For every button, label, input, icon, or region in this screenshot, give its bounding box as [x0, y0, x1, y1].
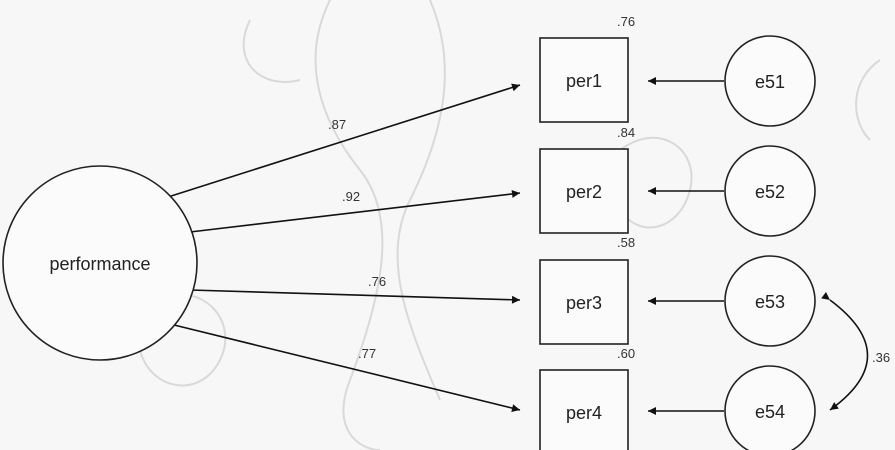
- indicator-per4: per4: [539, 369, 629, 450]
- loading-per3: .76: [368, 274, 386, 289]
- path-performance-per4: [169, 323, 521, 412]
- r2-per4: .60: [617, 346, 635, 361]
- error-circle: [724, 35, 816, 127]
- background-ornament: [139, 0, 881, 450]
- indicator-label: per3: [566, 293, 602, 313]
- r2-per3: .58: [617, 235, 635, 250]
- error-circle: [724, 255, 816, 347]
- error-label: e52: [755, 182, 785, 202]
- latent-performance: performance: [2, 165, 198, 361]
- indicator-box: [539, 37, 629, 123]
- indicator-per3: per3: [539, 259, 629, 345]
- loading-per1: .87: [328, 117, 346, 132]
- error-e53: e53: [724, 255, 816, 347]
- latent-circle: [2, 165, 198, 361]
- error-label: e54: [755, 402, 785, 422]
- error-label: e51: [755, 72, 785, 92]
- r2-per2: .84: [617, 125, 635, 140]
- indicator-label: per2: [566, 182, 602, 202]
- indicator-box: [539, 259, 629, 345]
- covariance-e53-e54: [821, 292, 869, 411]
- error-e54: e54: [724, 365, 816, 450]
- path-performance-per1: [167, 83, 521, 198]
- error-e52: e52: [724, 145, 816, 237]
- latent-label: performance: [49, 254, 150, 274]
- error-circle: [724, 365, 816, 450]
- indicator-box: [539, 369, 629, 450]
- indicator-label: per1: [566, 71, 602, 91]
- covariance-value: .36: [872, 350, 890, 365]
- r2-per1: .76: [617, 14, 635, 29]
- indicator-box: [539, 148, 629, 234]
- error-circle: [724, 145, 816, 237]
- error-e51: e51: [724, 35, 816, 127]
- path-performance-per2: [189, 189, 521, 233]
- loading-per2: .92: [342, 189, 360, 204]
- indicator-per1: per1: [539, 37, 629, 123]
- loading-per4: .77: [358, 346, 376, 361]
- indicator-per2: per2: [539, 148, 629, 234]
- error-label: e53: [755, 292, 785, 312]
- path-performance-per3: [189, 289, 521, 304]
- indicator-label: per4: [566, 403, 602, 423]
